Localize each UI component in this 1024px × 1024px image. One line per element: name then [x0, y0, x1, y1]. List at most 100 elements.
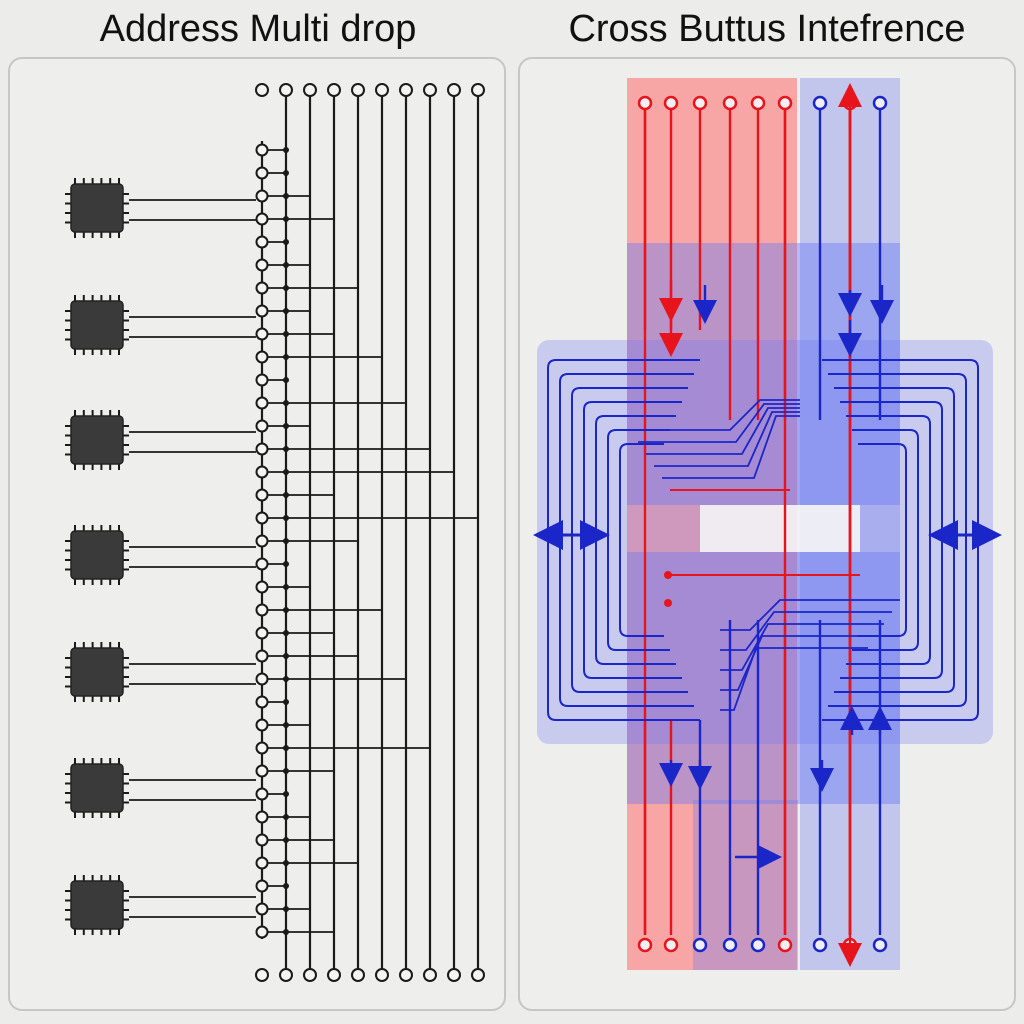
junction-dot — [283, 561, 289, 567]
junction-dot — [283, 193, 289, 199]
top-terminal — [471, 83, 485, 97]
junction-dot — [283, 492, 289, 498]
junction-dot — [283, 446, 289, 452]
bottom-signal-terminal — [750, 937, 766, 953]
chip-icon — [70, 763, 124, 813]
bottom-terminal — [255, 968, 269, 982]
junction-dot — [283, 722, 289, 728]
bottom-signal-terminal — [812, 937, 828, 953]
bottom-terminal — [279, 968, 293, 982]
bottom-terminal — [303, 968, 317, 982]
junction-dot — [283, 699, 289, 705]
junction-dot — [283, 929, 289, 935]
bottom-terminal — [327, 968, 341, 982]
drop-tap — [255, 649, 269, 663]
crossing-trace — [638, 403, 800, 443]
drop-tap — [255, 235, 269, 249]
drop-tap — [255, 212, 269, 226]
chip-icon — [70, 415, 124, 465]
top-terminal — [303, 83, 317, 97]
drop-tap — [255, 856, 269, 870]
junction-dot — [283, 538, 289, 544]
bottom-signal-terminal — [722, 937, 738, 953]
red-junction-dot — [664, 571, 672, 579]
junction-dot — [283, 423, 289, 429]
junction-dot — [283, 906, 289, 912]
junction-dot — [283, 285, 289, 291]
top-terminal — [375, 83, 389, 97]
left-diagram-title: Address Multi drop — [99, 8, 417, 50]
routed-trace — [852, 429, 919, 651]
drop-tap — [255, 810, 269, 824]
junction-dot — [283, 745, 289, 751]
junction-dot — [283, 584, 289, 590]
drop-tap — [255, 258, 269, 272]
drop-tap — [255, 373, 269, 387]
bottom-signal-terminal — [692, 937, 708, 953]
crossing-trace — [654, 411, 800, 467]
top-terminal — [399, 83, 413, 97]
junction-dot — [283, 308, 289, 314]
bottom-terminal — [375, 968, 389, 982]
chip-icon — [70, 647, 124, 697]
top-signal-terminal — [692, 95, 708, 111]
bottom-signal-terminal — [637, 937, 653, 953]
drop-tap — [255, 603, 269, 617]
top-terminal — [423, 83, 437, 97]
routed-trace — [858, 443, 907, 637]
top-signal-terminal — [872, 95, 888, 111]
junction-dot — [283, 883, 289, 889]
crossbus-interference-diagram — [533, 78, 1002, 970]
drop-tap — [255, 419, 269, 433]
drop-tap — [255, 189, 269, 203]
bottom-terminal — [351, 968, 365, 982]
drop-tap — [255, 741, 269, 755]
bottom-signal-terminal — [777, 937, 793, 953]
top-signal-terminal — [812, 95, 828, 111]
drop-tap — [255, 925, 269, 939]
drop-tap — [255, 695, 269, 709]
junction-dot — [283, 676, 289, 682]
bottom-terminal — [423, 968, 437, 982]
crossing-trace — [720, 623, 884, 671]
top-terminal — [351, 83, 365, 97]
chip-icon — [70, 880, 124, 930]
crossing-trace — [646, 407, 800, 455]
junction-dot — [283, 860, 289, 866]
routed-trace — [619, 443, 664, 637]
drop-tap — [255, 787, 269, 801]
drop-tap — [255, 764, 269, 778]
drop-tap — [255, 465, 269, 479]
junction-dot — [283, 814, 289, 820]
top-terminal — [447, 83, 461, 97]
top-signal-terminal — [722, 95, 738, 111]
top-signal-terminal — [663, 95, 679, 111]
top-signal-terminal — [750, 95, 766, 111]
drop-tap — [255, 672, 269, 686]
junction-dot — [283, 262, 289, 268]
isolation-gap — [700, 505, 860, 552]
drop-tap — [255, 350, 269, 364]
junction-dot — [283, 607, 289, 613]
junction-dot — [283, 216, 289, 222]
drop-tap — [255, 442, 269, 456]
bottom-terminal — [399, 968, 413, 982]
crossing-trace — [720, 611, 892, 651]
junction-dot — [283, 400, 289, 406]
drop-tap — [255, 396, 269, 410]
drop-tap — [255, 511, 269, 525]
junction-dot — [283, 331, 289, 337]
top-signal-terminal — [637, 95, 653, 111]
junction-dot — [283, 515, 289, 521]
junction-dot — [283, 768, 289, 774]
junction-dot — [283, 653, 289, 659]
bottom-terminal — [471, 968, 485, 982]
drop-tap — [255, 327, 269, 341]
junction-dot — [283, 239, 289, 245]
drop-tap — [255, 281, 269, 295]
right-diagram-title: Cross Buttus Intefrence — [568, 8, 966, 50]
junction-dot — [283, 630, 289, 636]
drop-tap — [255, 304, 269, 318]
crossing-trace — [720, 599, 900, 631]
drop-tap — [255, 902, 269, 916]
